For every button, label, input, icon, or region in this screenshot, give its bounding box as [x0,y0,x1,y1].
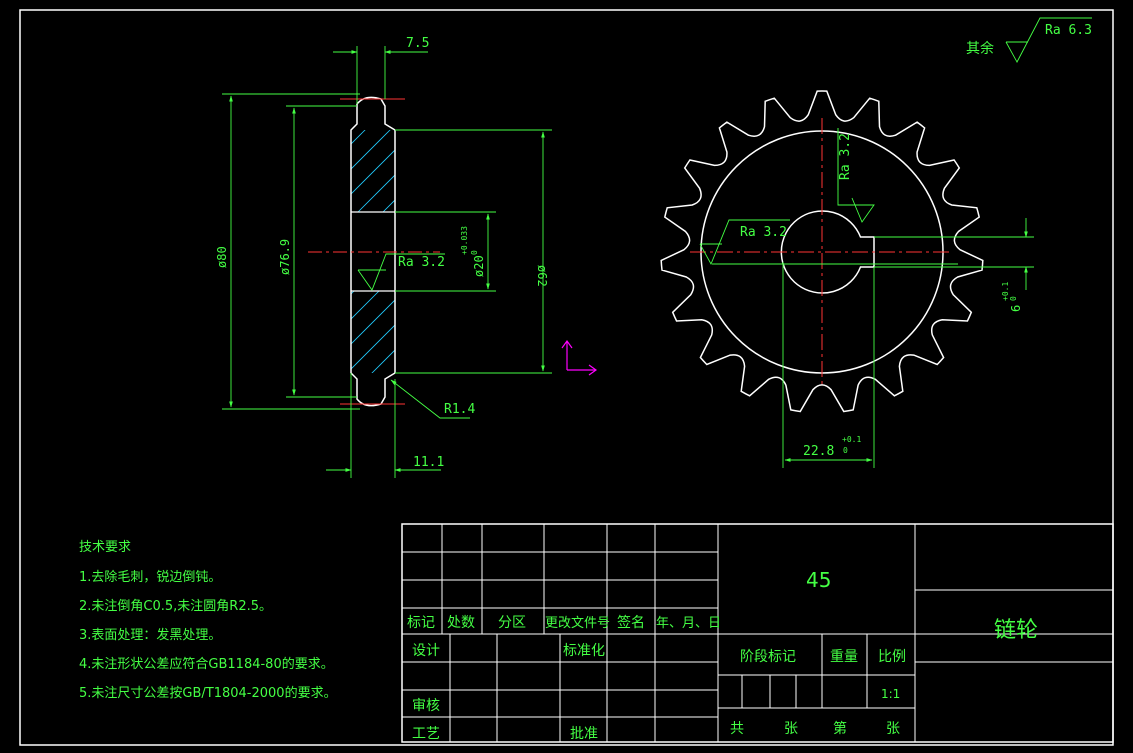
dim-bore-tol-low: 0 [470,250,479,255]
drawing-border [19,9,1114,746]
roughness-bore: Ra 3.2 [398,255,445,270]
dim-keyway-depth: 22.8 [803,444,834,459]
tech-item: 4.未注形状公差应符合GB1184-80的要求。 [79,656,334,672]
rev-header: 分区 [498,615,526,631]
dim-hub-dia: ø62 [535,265,549,287]
rev-header: 更改文件号 [545,616,610,631]
material: 45 [806,568,831,592]
ucs-icon [561,339,598,376]
dim-keyway-depth-tol: +0.1 [842,435,861,444]
general-roughness: 其余 Ra 6.3 [966,17,1092,63]
tech-item: 5.未注尺寸公差按GB/T1804-2000的要求。 [79,685,337,701]
dim-fillet: R1.4 [444,402,475,417]
bore-keyway [780,210,875,294]
title-block-text: 标记 处数 分区 更改文件号 签名 年、月、日 设计 标准化 审核 工艺 批准 … [407,568,1038,742]
sprocket-teeth-outline [660,90,984,413]
sheet-no: 第 [833,720,847,737]
tech-requirements: 技术要求 1.去除毛刺，锐边倒钝。 2.未注倒角C0.5,未注圆角R2.5。 3… [79,540,337,701]
label-weight: 重量 [830,649,858,665]
title-block [401,523,1114,743]
label-stage-mark: 阶段标记 [740,649,796,665]
tech-item: 2.未注倒角C0.5,未注圆角R2.5。 [79,599,272,614]
dim-bore-tol: +0.033 [460,226,469,255]
label-review: 审核 [412,698,440,714]
rev-header: 标记 [407,615,435,631]
dim-bottom-width: 11.1 [413,455,444,470]
roughness-left: Ra 3.2 [740,225,787,240]
section-hatch [351,130,395,212]
general-roughness-value: Ra 6.3 [1045,23,1092,38]
dim-keyway-depth-tol-low: 0 [843,446,848,455]
dim-bore-dia: ø20 [472,255,486,277]
label-design: 设计 [412,643,440,659]
roughness-key: Ra 3.2 [838,133,853,180]
rev-header: 签名 [617,614,645,631]
sheet-unit: 张 [784,721,798,737]
label-process: 工艺 [412,726,440,742]
tech-item: 3.表面处理：发黑处理。 [79,627,221,643]
sheet-total: 共 [730,721,744,737]
dim-keyway-width-tol: +0.1 [1001,282,1010,301]
dim-top-width: 7.5 [406,36,429,51]
side-view: 7.5 11.1 ø80 ø76.9 ø62 ø20 +0.033 0 R1.4… [215,36,552,478]
dim-keyway-width: 6 [1009,305,1023,312]
scale-value: 1:1 [881,687,900,701]
dim-outer-dia: ø80 [215,246,229,268]
rev-header: 处数 [447,615,475,631]
tech-title: 技术要求 [79,540,131,555]
part-name: 链轮 [994,618,1038,643]
front-view: Ra 3.2 Ra 3.2 22.8 +0.1 0 6 +0.1 0 [660,90,1034,468]
label-approve: 批准 [570,726,598,742]
dim-pitch-dia: ø76.9 [278,239,292,275]
dim-keyway-width-tol-low: 0 [1009,296,1018,301]
tech-item: 1.去除毛刺，锐边倒钝。 [79,570,221,585]
rev-header: 年、月、日 [656,616,721,631]
general-roughness-label: 其余 [966,40,994,57]
label-standardize: 标准化 [563,643,605,659]
label-scale: 比例 [878,649,906,665]
sheet-unit: 张 [886,721,900,737]
